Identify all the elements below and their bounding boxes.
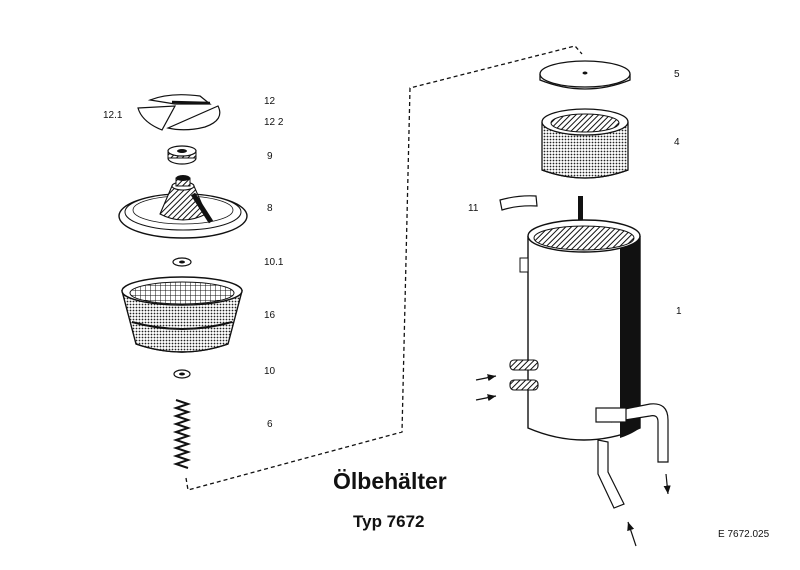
part-label-9: 9 xyxy=(267,151,273,162)
part-label-4: 4 xyxy=(674,137,680,148)
part-label-5: 5 xyxy=(674,69,680,80)
part-label-12: 12 xyxy=(264,96,276,107)
drawing-number: E 7672.025 xyxy=(718,529,770,540)
flow-arrows xyxy=(475,374,671,547)
strainer-basket-part xyxy=(121,276,243,353)
part-label-10-1: 10.1 xyxy=(264,257,284,268)
curved-strip-part xyxy=(499,195,538,211)
part-label-8: 8 xyxy=(267,203,273,214)
part-label-12-2: 12 2 xyxy=(264,117,284,128)
part-label-11: 11 xyxy=(468,203,479,214)
filter-cartridge-part xyxy=(541,108,629,179)
cover-disc-part xyxy=(539,60,631,90)
part-label-1: 1 xyxy=(676,306,682,317)
nut-part xyxy=(167,145,197,165)
spring-part xyxy=(172,398,192,469)
part-label-16: 16 xyxy=(264,310,276,321)
part-label-12-1: 12.1 xyxy=(103,110,123,121)
segmented-disc-part xyxy=(137,94,221,131)
assembly-leader-line xyxy=(185,45,583,491)
washer-upper-part xyxy=(172,257,192,267)
lid-part xyxy=(118,175,248,239)
part-label-10: 10 xyxy=(264,366,276,377)
tank-body-part xyxy=(509,196,669,509)
washer-lower-part xyxy=(173,369,191,379)
diagram-title: Ölbehälter xyxy=(333,468,447,494)
part-label-6: 6 xyxy=(267,419,273,430)
diagram-subtitle: Typ 7672 xyxy=(353,512,425,531)
